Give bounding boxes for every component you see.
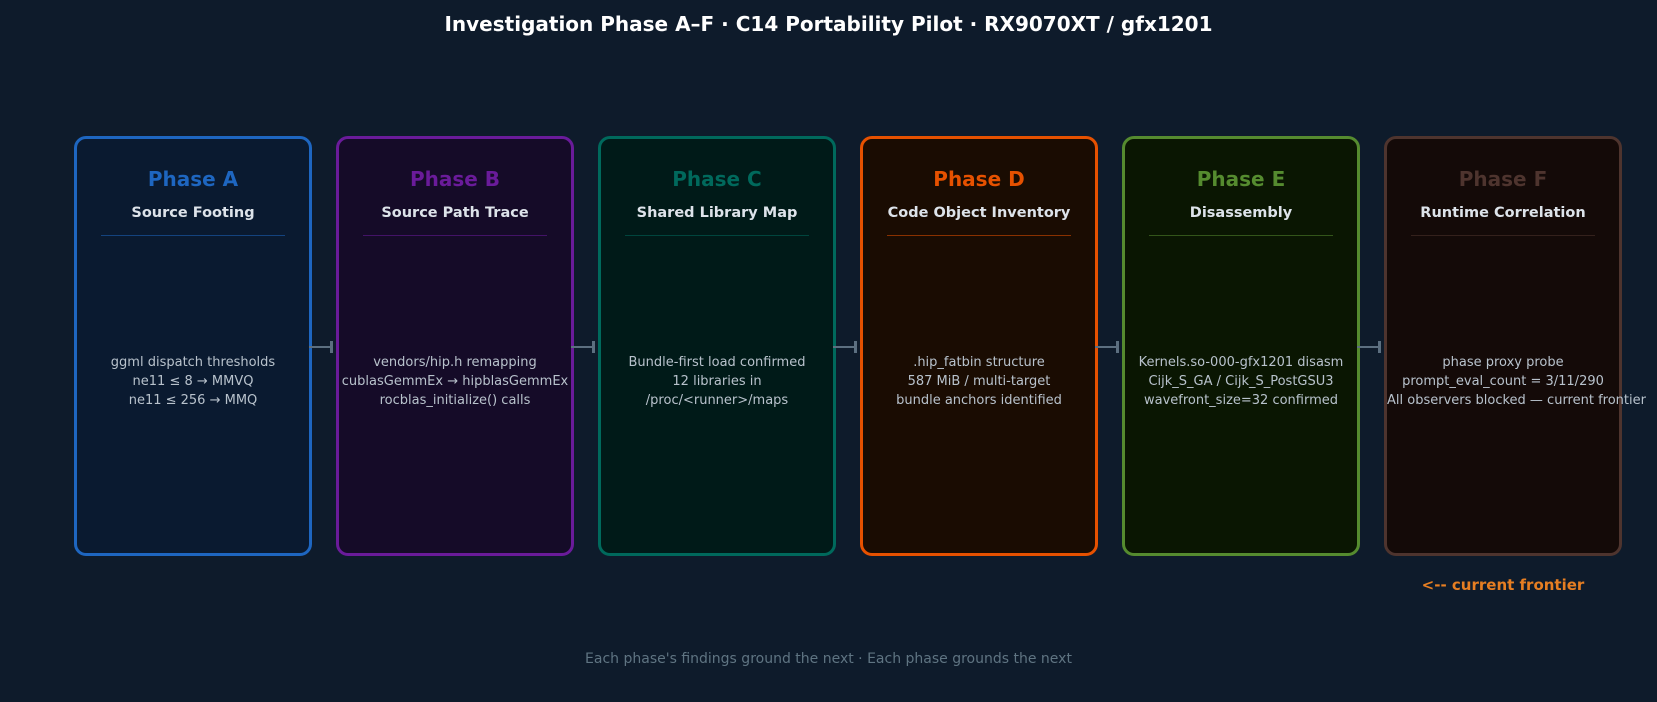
arrow-icon (571, 341, 595, 353)
phase-card-f: Phase F Runtime Correlation phase proxy pr… (1384, 136, 1646, 556)
diagram-title: Investigation Phase A–F · C14 Portabilit… (444, 12, 1213, 36)
finding-line: 12 libraries in (672, 374, 762, 389)
divider (363, 235, 547, 236)
phase-subtitle: Code Object Inventory (887, 205, 1071, 221)
phase-subtitle: Source Path Trace (381, 205, 529, 221)
phase-card-b: Phase B Source Path Trace vendors/hip.h re… (336, 136, 574, 556)
footer-note: Each phase's findings ground the next · … (585, 651, 1072, 667)
current-frontier-label: <-- current frontier (1421, 576, 1585, 594)
phase-name: Phase E (1196, 167, 1286, 191)
finding-line: wavefront_size=32 confirmed (1143, 393, 1339, 408)
phase-findings: vendors/hip.h remapping cublasGemmEx → hi… (339, 353, 571, 410)
finding-line: rocblas_initialize() calls (379, 393, 531, 408)
arrow-icon (1357, 341, 1381, 353)
finding-line: /proc/<runner>/maps (645, 393, 789, 408)
arrow-icon (1095, 341, 1119, 353)
divider (887, 235, 1071, 236)
finding-line: ggml dispatch thresholds (110, 355, 276, 370)
divider (101, 235, 285, 236)
phase-name: Phase B (409, 167, 501, 191)
phase-findings: .hip_fatbin structure 587 MiB / multi-tar… (863, 353, 1095, 410)
phase-subtitle: Runtime Correlation (1420, 205, 1586, 221)
finding-line: .hip_fatbin structure (913, 355, 1045, 370)
finding-line: ne11 ≤ 256 → MMQ (128, 393, 258, 408)
finding-line: prompt_eval_count = 3/11/290 (1402, 374, 1604, 389)
divider (625, 235, 809, 236)
phase-subtitle: Source Footing (131, 205, 255, 221)
finding-line: vendors/hip.h remapping (373, 355, 537, 370)
finding-line: 587 MiB / multi-target (907, 374, 1051, 389)
phase-subtitle: Shared Library Map (636, 205, 798, 221)
phase-name: Phase C (672, 167, 762, 191)
phase-subtitle: Disassembly (1189, 205, 1293, 221)
finding-line: ne11 ≤ 8 → MMVQ (132, 374, 254, 389)
phase-findings: phase proxy probe prompt_eval_count = 3/1… (1387, 353, 1646, 410)
phase-card-a: Phase A Source Footing ggml dispatch thres… (74, 136, 312, 556)
phase-findings: ggml dispatch thresholds ne11 ≤ 8 → MMVQ n… (77, 353, 309, 410)
finding-line: Bundle-first load confirmed (628, 355, 806, 370)
phase-name: Phase F (1458, 167, 1548, 191)
finding-line: cublasGemmEx → hipblasGemmEx (341, 374, 569, 389)
divider (1149, 235, 1333, 236)
divider (1411, 235, 1595, 236)
arrow-icon (833, 341, 857, 353)
finding-line: All observers blocked — current frontier (1387, 393, 1646, 408)
phase-name: Phase D (933, 167, 1025, 191)
finding-line: bundle anchors identified (896, 393, 1062, 408)
finding-line: Kernels.so-000-gfx1201 disasm (1138, 355, 1344, 370)
finding-line: Cijk_S_GA / Cijk_S_PostGSU3 (1148, 374, 1334, 389)
phase-findings: Bundle-first load confirmed 12 libraries … (601, 353, 833, 410)
finding-line: phase proxy probe (1442, 355, 1564, 370)
phase-name: Phase A (147, 167, 239, 191)
phase-card-d: Phase D Code Object Inventory .hip_fatbin … (860, 136, 1098, 556)
arrow-icon (309, 341, 333, 353)
